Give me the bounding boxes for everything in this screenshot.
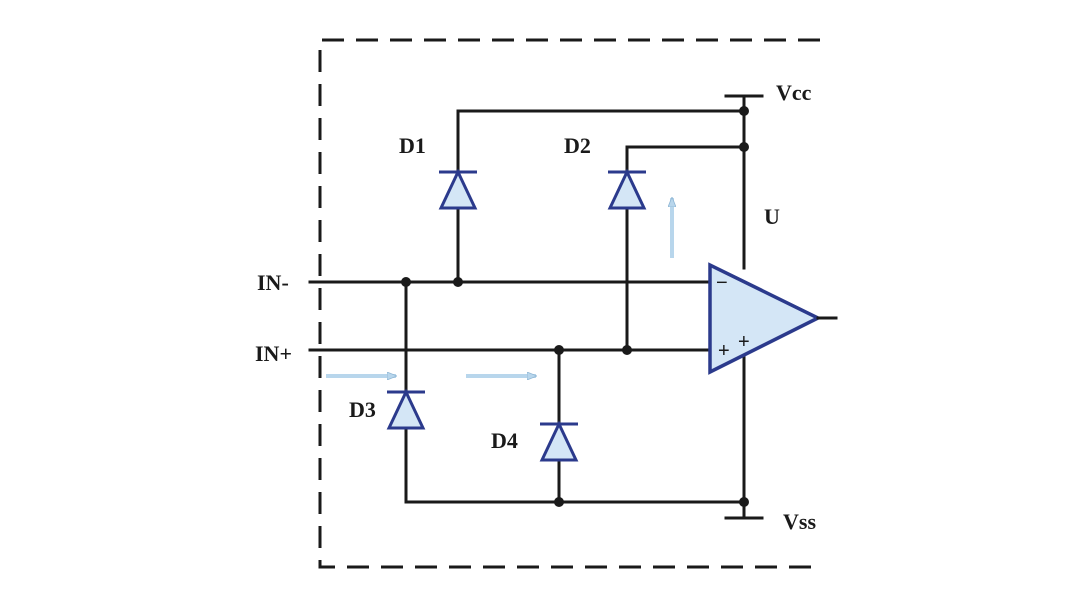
label-vcc: Vcc bbox=[776, 80, 812, 105]
label-in-plus: IN+ bbox=[255, 341, 292, 366]
diode-d4 bbox=[539, 420, 579, 462]
label-d3: D3 bbox=[349, 397, 376, 422]
label-in-minus: IN- bbox=[257, 270, 289, 295]
amp-minus-sign: − bbox=[716, 272, 728, 294]
diode-d3 bbox=[386, 388, 426, 430]
vss-rail bbox=[404, 348, 764, 520]
in-minus-line bbox=[308, 277, 712, 287]
vcc-rail bbox=[456, 94, 764, 270]
vcc-junction-1 bbox=[739, 106, 749, 116]
label-d1: D1 bbox=[399, 133, 426, 158]
label-d4: D4 bbox=[491, 428, 518, 453]
in-plus-line bbox=[308, 345, 712, 355]
vcc-junction-2 bbox=[739, 142, 749, 152]
op-amp-u: − + + bbox=[708, 262, 838, 375]
label-vss: Vss bbox=[783, 509, 816, 534]
amp-plus-sign: + bbox=[718, 340, 730, 362]
current-arrows bbox=[326, 198, 672, 376]
vss-junction-1 bbox=[739, 497, 749, 507]
diode-d1 bbox=[438, 168, 478, 210]
package-boundary bbox=[318, 38, 822, 569]
label-d2: D2 bbox=[564, 133, 591, 158]
label-amp-u: U bbox=[764, 204, 780, 229]
amp-plus-sign-2: + bbox=[738, 331, 750, 353]
diode-d2 bbox=[607, 168, 647, 210]
